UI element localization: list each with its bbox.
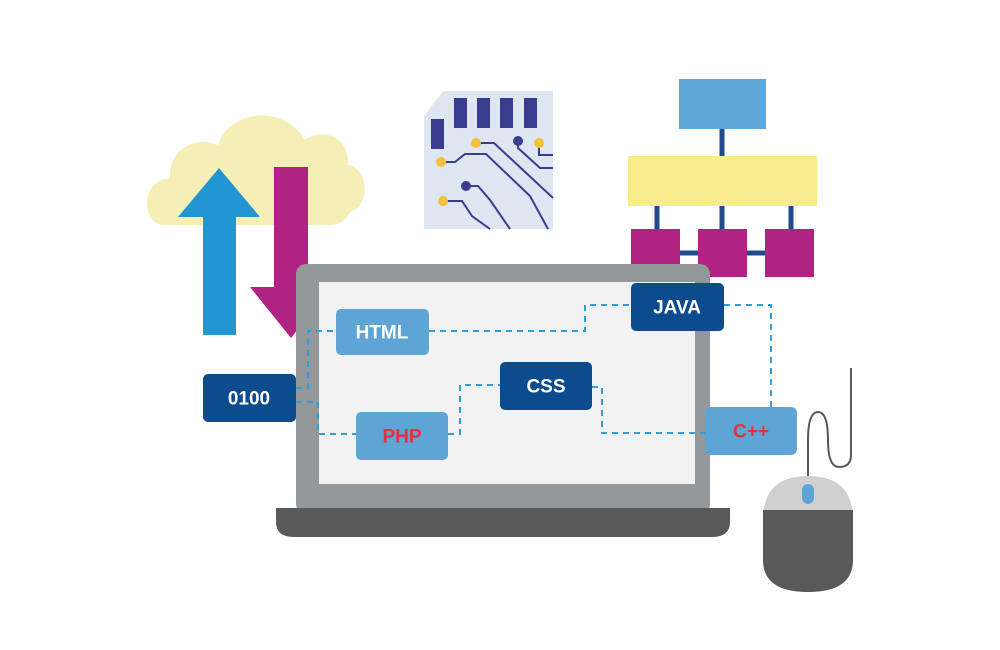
org-chart-icon — [628, 79, 817, 277]
tag-cpp-label: C++ — [733, 422, 769, 443]
circuit-chip-icon — [424, 91, 554, 230]
tag-css-label: CSS — [526, 377, 565, 398]
mouse-scroll-wheel — [802, 484, 814, 504]
code-connectors — [296, 304, 772, 435]
tag-html: HTML — [336, 309, 429, 355]
tag-php: PHP — [356, 412, 448, 460]
tag-html-label: HTML — [356, 323, 409, 344]
tag-css: CSS — [500, 362, 592, 410]
tag-binary: 0100 — [203, 374, 296, 422]
laptop-base — [276, 508, 730, 537]
upload-arrow-icon — [178, 168, 260, 335]
tag-cpp: C++ — [705, 407, 797, 455]
tag-php-label: PHP — [382, 427, 421, 448]
tag-binary-label: 0100 — [228, 389, 270, 410]
tag-java-label: JAVA — [653, 298, 701, 319]
tag-java: JAVA — [631, 283, 724, 331]
mouse-icon — [763, 368, 853, 592]
cloud-icon — [146, 115, 365, 225]
